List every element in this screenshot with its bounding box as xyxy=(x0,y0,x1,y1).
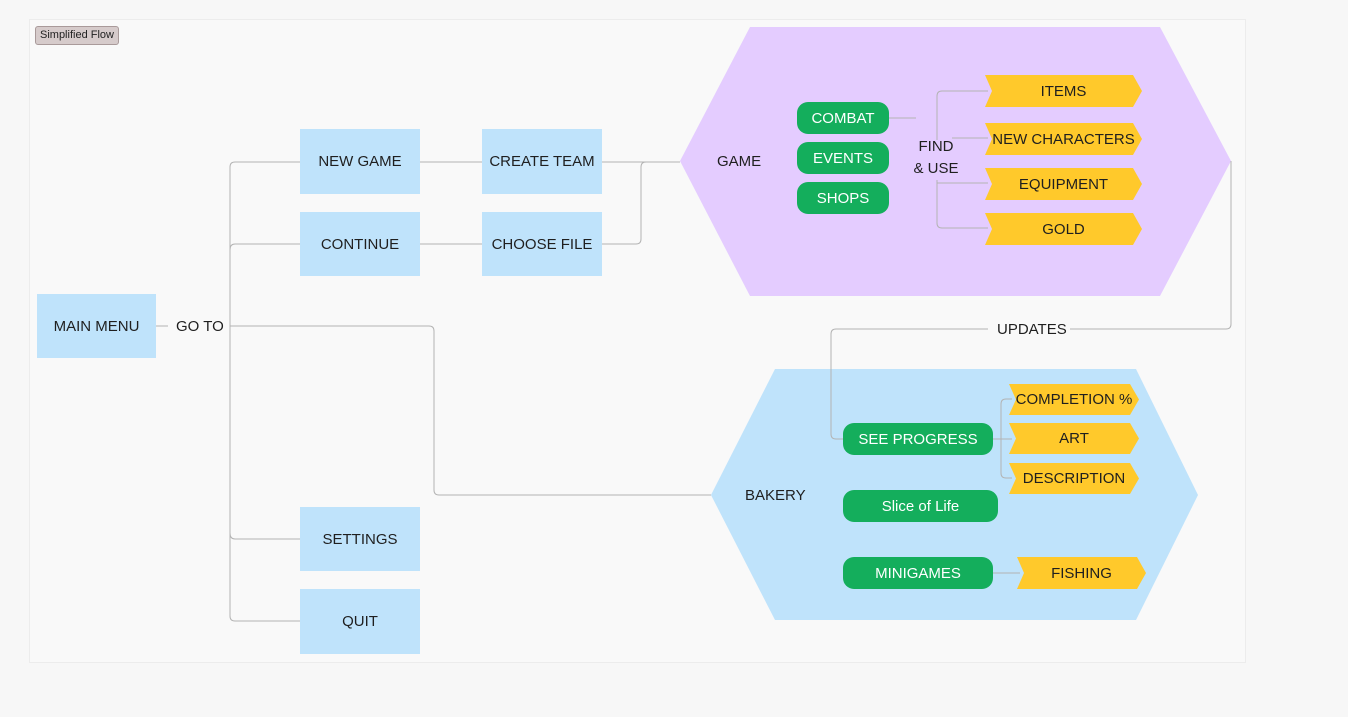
connector-goto-newgame xyxy=(229,161,300,326)
art-flag[interactable]: ART xyxy=(1009,423,1139,454)
game-label: GAME xyxy=(717,153,762,170)
events-pill[interactable]: EVENTS xyxy=(797,142,889,174)
quit-node[interactable]: QUIT xyxy=(300,589,420,654)
slice-of-life-label: Slice of Life xyxy=(881,497,960,515)
continue-label: CONTINUE xyxy=(320,235,400,253)
choose-file-label: CHOOSE FILE xyxy=(491,235,593,253)
continue-node[interactable]: CONTINUE xyxy=(300,212,420,276)
equipment-label: EQUIPMENT xyxy=(1018,175,1109,193)
main-menu-node[interactable]: MAIN MENU xyxy=(37,294,156,358)
slice-of-life-pill[interactable]: Slice of Life xyxy=(843,490,998,522)
items-flag[interactable]: ITEMS xyxy=(985,75,1142,107)
see-progress-label: SEE PROGRESS xyxy=(858,430,978,448)
connector-updates-progress xyxy=(830,328,988,440)
new-characters-label: NEW CHARACTERS xyxy=(992,130,1135,148)
items-label: ITEMS xyxy=(1040,82,1087,100)
settings-node[interactable]: SETTINGS xyxy=(300,507,420,571)
gold-flag[interactable]: GOLD xyxy=(985,213,1142,245)
minigames-pill[interactable]: MINIGAMES xyxy=(843,557,993,589)
see-progress-pill[interactable]: SEE PROGRESS xyxy=(843,423,993,455)
combat-pill[interactable]: COMBAT xyxy=(797,102,889,134)
equipment-flag[interactable]: EQUIPMENT xyxy=(985,168,1142,200)
connector-choosefile-game xyxy=(602,161,680,245)
goto-label: GO TO xyxy=(176,318,224,335)
main-menu-label: MAIN MENU xyxy=(53,317,140,335)
new-game-node[interactable]: NEW GAME xyxy=(300,129,420,194)
connector-find-items xyxy=(936,90,988,140)
find-use-label: FIND & USE xyxy=(912,136,960,180)
description-label: DESCRIPTION xyxy=(1022,470,1126,487)
connector-goto-continue xyxy=(229,243,300,251)
new-game-label: NEW GAME xyxy=(318,153,402,170)
create-team-node[interactable]: CREATE TEAM xyxy=(482,129,602,194)
art-label: ART xyxy=(1059,430,1089,447)
completion-flag[interactable]: COMPLETION % xyxy=(1009,384,1139,415)
connector-goto-quit xyxy=(229,533,300,622)
combat-label: COMBAT xyxy=(811,109,875,127)
choose-file-node[interactable]: CHOOSE FILE xyxy=(482,212,602,276)
connector-goto-settings xyxy=(229,326,300,540)
events-label: EVENTS xyxy=(812,149,873,167)
bakery-label: BAKERY xyxy=(745,487,806,504)
create-team-label: CREATE TEAM xyxy=(489,153,595,170)
minigames-label: MINIGAMES xyxy=(875,564,961,582)
settings-label: SETTINGS xyxy=(322,530,398,548)
fishing-flag[interactable]: FISHING xyxy=(1017,557,1146,589)
new-characters-flag[interactable]: NEW CHARACTERS xyxy=(985,123,1142,155)
fishing-label: FISHING xyxy=(1051,564,1112,582)
connector-progress-description xyxy=(1000,439,1012,479)
quit-label: QUIT xyxy=(342,613,378,630)
find-use-line2: & USE xyxy=(913,160,959,177)
description-flag[interactable]: DESCRIPTION xyxy=(1009,463,1139,494)
completion-label: COMPLETION % xyxy=(1015,391,1133,408)
connector-find-gold xyxy=(936,180,988,229)
shops-label: SHOPS xyxy=(816,189,870,207)
connector-goto-bakery xyxy=(230,325,711,496)
shops-pill[interactable]: SHOPS xyxy=(797,182,889,214)
updates-label: UPDATES xyxy=(997,321,1067,338)
find-use-line1: FIND xyxy=(918,138,954,155)
connector-progress-completion xyxy=(993,398,1012,440)
gold-label: GOLD xyxy=(1042,220,1085,238)
frame-tag: Simplified Flow xyxy=(35,26,119,45)
connector-game-updates xyxy=(1070,161,1232,330)
